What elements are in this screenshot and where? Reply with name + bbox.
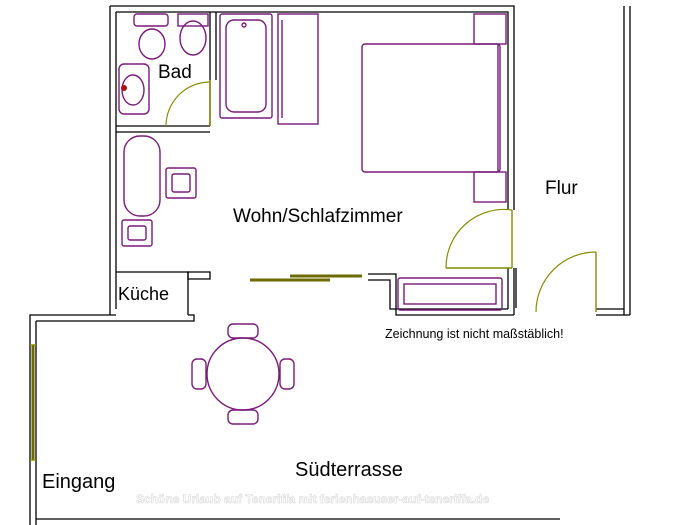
bench-icon — [397, 277, 503, 311]
bidet-icon — [179, 20, 207, 56]
doors — [30, 80, 597, 461]
wardrobe-icon — [277, 13, 319, 125]
room-label-hall: Flur — [545, 178, 578, 199]
bed-icon — [361, 43, 501, 173]
bathtub-icon — [219, 13, 273, 119]
sofa-icon — [123, 135, 161, 217]
table-icon — [206, 337, 280, 411]
chair-icon — [121, 219, 153, 247]
room-label-entrance: Eingang — [42, 471, 115, 493]
bath-counter — [133, 13, 169, 27]
watermark: Schöne Urlaub auf Teneriffa mit ferienha… — [136, 492, 490, 506]
washbasin-icon — [118, 63, 150, 115]
room-label-kitchen: Küche — [118, 284, 169, 304]
chair-icon — [227, 323, 259, 339]
labels: Bad Wohn/Schlafzimmer Flur Küche Südterr… — [42, 62, 578, 506]
toilet-icon — [138, 28, 166, 60]
room-label-terrace: Südterrasse — [295, 459, 403, 481]
room-label-bath: Bad — [158, 62, 192, 83]
walls — [29, 5, 631, 525]
scale-note: Zeichnung ist nicht maßstäblich! — [385, 327, 564, 341]
room-label-living: Wohn/Schlafzimmer — [233, 206, 403, 227]
armchair-icon — [165, 167, 197, 199]
furniture — [118, 13, 507, 425]
